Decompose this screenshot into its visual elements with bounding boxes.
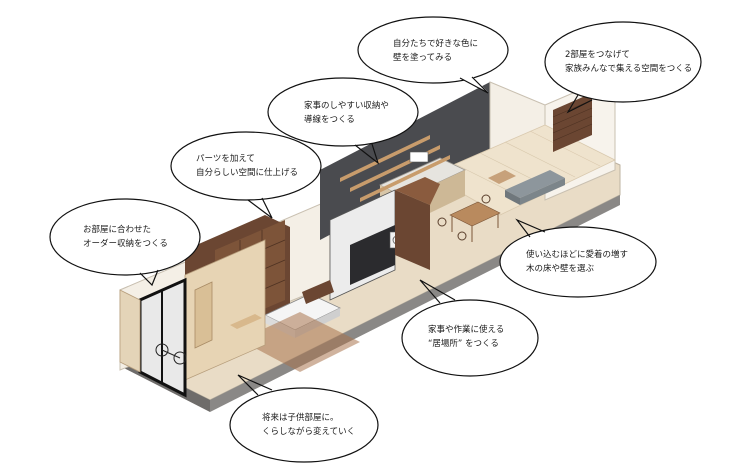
sofa (505, 170, 565, 205)
bubble-wood-floor (499, 226, 657, 298)
utility-room (329, 189, 405, 301)
callout-line: くらしながら変えていく (262, 427, 356, 437)
callout-line: 家事のしやすい収納や (304, 101, 389, 111)
callout-line: 導線をつくる (304, 115, 355, 125)
callout-line: 家事や作業に使える (428, 325, 505, 335)
bubble-kids-room (229, 387, 379, 463)
callout-line: 自分らしい空間に仕上げる (196, 168, 299, 178)
bubble-shapes (49, 16, 702, 463)
callout-line: “居場所” をつくる (428, 339, 499, 349)
callout-wall-color: 自分たちで好きな色に 壁を塗ってみる (393, 37, 478, 65)
living-floor (429, 124, 616, 216)
callout-wood-floor: 使い込むほどに愛着の増す 木の床や壁を選ぶ (526, 248, 628, 276)
wall-shelves (340, 135, 450, 202)
bubble-two-rooms (544, 21, 702, 103)
callout-line: 2部屋をつなげて (565, 50, 630, 60)
callout-line: 木の床や壁を選ぶ (526, 264, 595, 274)
callout-line: お部屋に合わせた (83, 225, 152, 235)
callout-two-rooms: 2部屋をつなげて 家族みんなで集える空間をつくる (565, 48, 692, 76)
callout-parts: パーツを加えて 自分らしい空間に仕上げる (196, 152, 298, 180)
dining-set (437, 194, 501, 242)
bubble-parts (170, 131, 322, 201)
bubble-ibasho (401, 299, 539, 377)
callout-ibasho: 家事や作業に使える “居場所” をつくる (428, 323, 504, 351)
window-blind (552, 93, 593, 152)
callout-line: 壁を塗ってみる (393, 53, 453, 63)
callout-order-storage: お部屋に合わせた オーダー収納をつくる (83, 223, 168, 251)
left-wall (119, 289, 141, 373)
callout-line: 家族みんなで集える空間をつくる (565, 64, 693, 74)
callout-line: パーツを加えて (196, 154, 255, 164)
kids-room-wall (184, 239, 266, 381)
callout-housework-storage: 家事のしやすい収納や 導線をつくる (304, 99, 389, 127)
callout-kids-room: 将来は子供部屋に。 くらしながら変えていく (262, 411, 355, 439)
bubble-housework-storage (267, 77, 419, 147)
living-table (488, 170, 516, 184)
callout-line: 自分たちで好きな色に (393, 39, 479, 49)
callout-line: オーダー収納をつくる (83, 239, 168, 249)
callout-line: 使い込むほどに愛着の増す (526, 250, 629, 260)
wood-partition (395, 177, 440, 270)
bubble-wall-color (357, 16, 509, 84)
bedroom-floor (240, 312, 360, 372)
bubble-order-storage (49, 198, 201, 276)
callout-line: 将来は子供部屋に。 (262, 413, 339, 423)
